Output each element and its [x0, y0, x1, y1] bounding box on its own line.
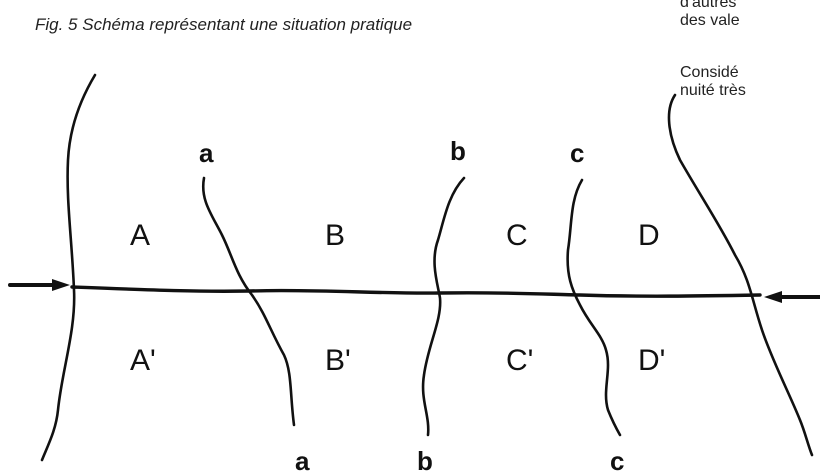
- left-arrow: [8, 279, 70, 291]
- cropped-text-line-2: des vale: [680, 12, 740, 29]
- cropped-text-line-4: nuité très: [680, 82, 746, 99]
- label-a-top: a: [199, 138, 214, 168]
- left-boundary-line: [40, 73, 97, 462]
- label-c-bottom: c: [610, 446, 624, 474]
- zone-d-prime: D': [638, 344, 665, 377]
- horizontal-line: [70, 285, 762, 298]
- line-a: [201, 176, 296, 427]
- zone-d: D: [638, 219, 660, 252]
- zone-c-prime: C': [506, 344, 533, 377]
- cropped-text-line-3: Considé: [680, 64, 739, 81]
- line-c: [566, 178, 622, 437]
- zone-c: C: [506, 219, 528, 252]
- label-b-top: b: [450, 136, 466, 166]
- zone-b-prime: B': [325, 344, 351, 377]
- right-boundary-line: [667, 93, 814, 457]
- figure-caption: Fig. 5 Schéma représentant une situation…: [35, 15, 413, 34]
- zone-a-prime: A': [130, 344, 156, 377]
- label-c-top: c: [570, 138, 584, 168]
- cropped-text-line-1: d'autres: [680, 0, 737, 11]
- zone-a: A: [130, 219, 150, 252]
- line-b: [421, 176, 466, 437]
- label-a-bottom: a: [295, 446, 310, 474]
- zone-b: B: [325, 219, 345, 252]
- label-b-bottom: b: [417, 446, 433, 474]
- right-arrow: [764, 291, 820, 303]
